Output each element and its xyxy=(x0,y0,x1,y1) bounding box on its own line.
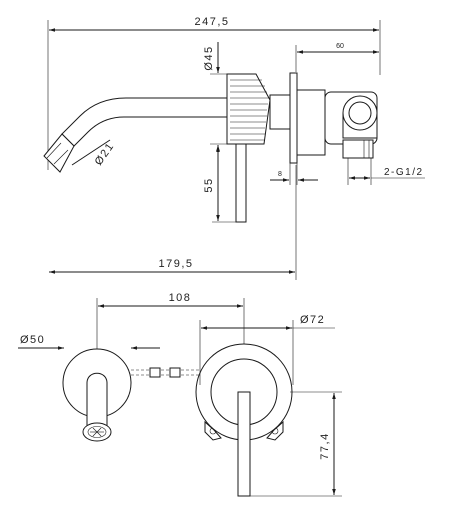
handle-diameter-label: Ø45 xyxy=(203,45,215,70)
handle-plate-diameter-label: Ø72 xyxy=(300,314,325,326)
depth-60-dimension: 60 xyxy=(295,43,379,72)
depth-60-label: 60 xyxy=(336,43,344,50)
thread-label: 2-G1/2 xyxy=(384,167,424,178)
wall-plate xyxy=(289,72,298,164)
overall-length-label: 247,5 xyxy=(194,16,229,28)
handle-drop-dimension: 77,4 xyxy=(250,391,342,497)
handle-drop-label: 77,4 xyxy=(319,432,331,459)
front-view: 108 Ø50 xyxy=(18,292,342,497)
spout-plate-diameter-label: Ø50 xyxy=(20,334,45,346)
side-view: 247,5 60 2-G1/2 xyxy=(43,16,425,280)
spout-diameter-label: Ø21 xyxy=(93,140,117,168)
handle-plate xyxy=(195,343,293,497)
center-distance-label: 108 xyxy=(169,292,192,304)
valve-body xyxy=(296,89,326,156)
center-distance-dimension: 108 xyxy=(96,292,245,365)
thread-callout: 2-G1/2 xyxy=(347,158,425,185)
handle-lever xyxy=(235,143,247,223)
spout-plate xyxy=(62,348,132,442)
handle-body xyxy=(226,73,271,145)
spout-diameter-dimension: Ø21 xyxy=(71,139,117,168)
valve-connector xyxy=(324,91,378,159)
spout-reach-label: 179,5 xyxy=(158,258,193,270)
spout-reach-dimension: 179,5 xyxy=(49,165,297,280)
plate-thickness-dimension: 8 xyxy=(270,163,318,185)
spout-plate-diameter-dimension: Ø50 xyxy=(18,334,160,350)
plate-thickness-label: 8 xyxy=(278,171,282,178)
front-handle-lever xyxy=(237,391,251,497)
spout xyxy=(43,97,228,173)
handle-height-dimension: 55 xyxy=(203,146,236,223)
handle-plate-diameter-dimension: Ø72 xyxy=(199,314,335,385)
hidden-connection xyxy=(131,367,205,378)
handle-collar xyxy=(269,94,291,130)
overall-length-dimension: 247,5 xyxy=(47,16,381,170)
handle-height-label: 55 xyxy=(203,177,215,192)
